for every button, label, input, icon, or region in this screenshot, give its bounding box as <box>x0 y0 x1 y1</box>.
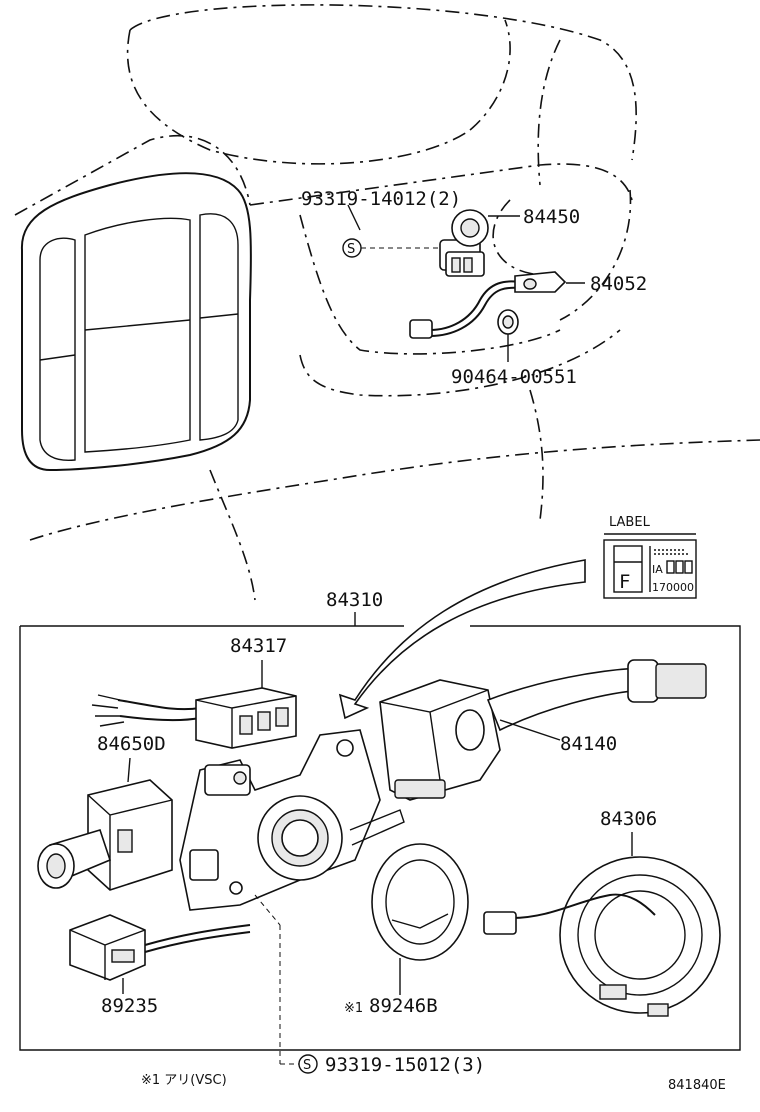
label-box-letter: F <box>619 571 630 593</box>
label-84052: 84052 <box>590 273 647 295</box>
assembly-arrow <box>338 559 586 720</box>
label-84310: 84310 <box>326 589 383 611</box>
label-box-code-top: ΙΑ <box>652 563 663 576</box>
spiral-cable-84306 <box>483 832 721 1017</box>
leader-84140 <box>499 719 561 741</box>
screw-symbol-upper-text: S <box>347 242 355 257</box>
dashboard-outline <box>14 4 760 601</box>
label-93319-14012: 93319-14012(2) <box>301 188 461 210</box>
label-84306: 84306 <box>600 808 657 830</box>
footnote: ※1 アリ(VSC) <box>141 1073 227 1088</box>
harness-84052 <box>409 271 585 339</box>
label-84317: 84317 <box>230 635 287 657</box>
wiper-switch-84140 <box>379 659 707 801</box>
label-box-title: LABEL <box>609 515 651 530</box>
sensor-89235 <box>69 914 251 994</box>
screw-symbol-lower-text: S <box>303 1058 311 1073</box>
screw-symbol-upper: S <box>342 238 440 258</box>
leader-lines-upper <box>347 204 520 231</box>
connector-84317 <box>91 660 297 749</box>
label-84650D: 84650D <box>97 733 166 755</box>
headlamp-switch-84650D <box>37 757 173 891</box>
ignition-switch-84450 <box>439 209 489 277</box>
label-93319-15012: 93319-15012(3) <box>325 1054 485 1076</box>
ring-89246B <box>371 843 469 995</box>
label-box-code-bottom: 170000 <box>652 581 694 594</box>
screw-symbol-lower: S <box>254 894 318 1074</box>
column-bracket <box>179 729 405 911</box>
label-84450: 84450 <box>523 206 580 228</box>
assembly-frame <box>19 612 741 1051</box>
clip-90464 <box>497 309 519 362</box>
label-89246B: 89246B <box>369 995 438 1017</box>
figure-number: 841840E <box>668 1078 726 1093</box>
label-box: LABEL F ΙΑ 170000 <box>603 515 697 599</box>
label-89235: 89235 <box>101 995 158 1017</box>
label-84140: 84140 <box>560 733 617 755</box>
label-90464-00551: 90464-00551 <box>451 366 577 388</box>
label-89246B-mark: ※1 <box>344 1001 363 1016</box>
